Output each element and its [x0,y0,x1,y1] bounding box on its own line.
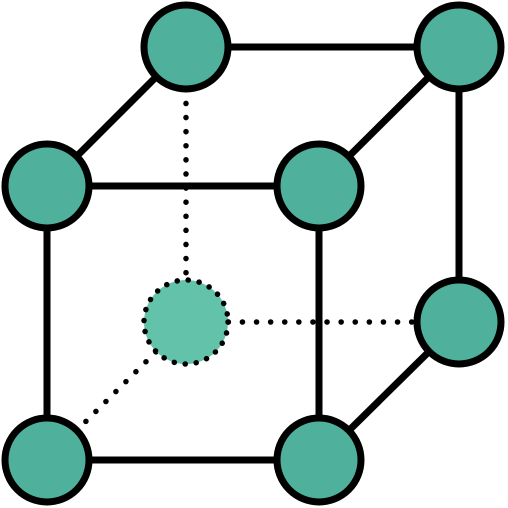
node-back-top-right [413,1,505,93]
node-front-top-left [1,140,93,232]
dotted-edge-back-bottom-left--front-bottom-left [44,319,189,463]
node-front-bottom-left [1,414,93,506]
node-back-bottom-right [413,276,505,368]
hidden-node-back-bottom-left [141,277,231,367]
node-front-top-right [273,140,365,232]
node-back-top-left [140,1,232,93]
solid-edges [43,43,463,464]
node-front-bottom-right [273,414,365,506]
hidden-nodes [141,277,231,367]
